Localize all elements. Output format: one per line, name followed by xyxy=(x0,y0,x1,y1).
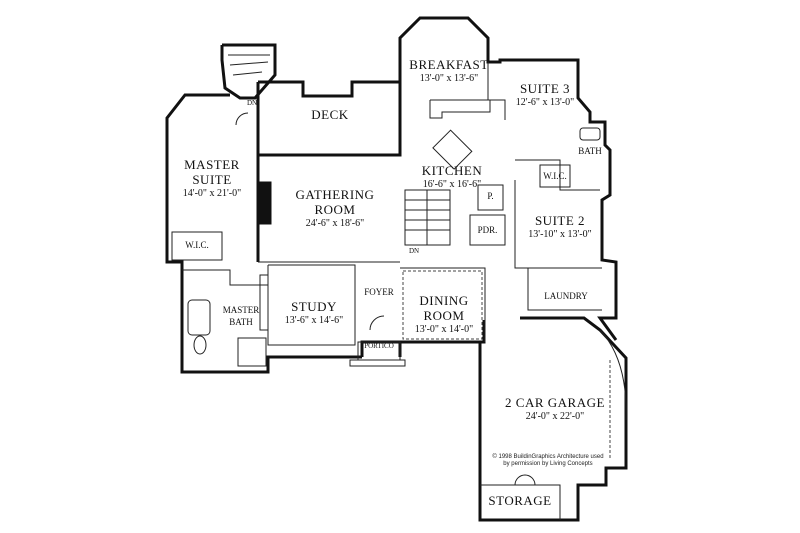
pdr-walls xyxy=(469,214,506,246)
copyright-line-1: © 1998 BuildinGraphics Architecture used xyxy=(492,454,604,460)
suite3-name: SUITE 3 xyxy=(519,81,571,96)
exterior-walls xyxy=(165,16,628,522)
suite2-name: SUITE 2 xyxy=(534,213,586,228)
portico-label: PORTICO xyxy=(364,342,394,350)
tub-upper xyxy=(579,127,601,141)
bath-label: BATH xyxy=(578,146,602,156)
master-suite-dims: 14'-0" x 21'-0" xyxy=(182,188,242,199)
copyright-line-2: by permission by Living Concepts xyxy=(503,460,593,467)
dining-ceiling-line xyxy=(402,270,483,340)
laundry-label: LAUNDRY xyxy=(544,291,588,301)
gathering-name-2: ROOM xyxy=(314,202,356,217)
bath-walls xyxy=(515,159,600,191)
garage-bay xyxy=(599,329,627,421)
deck-outline xyxy=(256,80,402,157)
kitchen-name: KITCHEN xyxy=(421,163,483,178)
upper-wic-walls xyxy=(539,164,571,188)
breakfast-dims: 13'-0" x 13'-6" xyxy=(419,73,479,84)
master-suite-label: MASTER SUITE 14'-0" x 21'-0" xyxy=(168,158,256,199)
master-suite-name-1: MASTER xyxy=(184,157,240,172)
breakfast-name: BREAKFAST xyxy=(409,57,489,72)
master-bath-name-2: BATH xyxy=(229,317,253,327)
door-swing xyxy=(235,112,249,126)
kitchen-label: KITCHEN 16'-6" x 16'-6" xyxy=(402,164,502,190)
master-wic-walls xyxy=(171,231,223,261)
master-bath-label: MASTER BATH xyxy=(212,306,270,327)
shower xyxy=(237,337,267,367)
study-name: STUDY xyxy=(291,299,337,314)
master-suite-walls xyxy=(165,93,362,374)
kitchen-dims: 16'-6" x 16'-6" xyxy=(422,179,482,190)
master-wic-label: W.I.C. xyxy=(185,240,209,250)
portico-steps xyxy=(349,359,406,367)
copyright-note: © 1998 BuildinGraphics Architecture used… xyxy=(488,454,608,468)
suite3-dims: 12'-6" x 13'-0" xyxy=(515,97,575,108)
study-dims: 13'-6" x 14'-6" xyxy=(284,315,344,326)
fireplace xyxy=(256,181,272,225)
kitchen-island xyxy=(432,129,473,170)
pantry-walls xyxy=(477,184,504,211)
pdr-label: PDR. xyxy=(477,225,498,235)
upper-stair-outline xyxy=(220,43,277,100)
dining-name-2: ROOM xyxy=(423,308,465,323)
garage-label: 2 CAR GARAGE 24'-0" x 22'-0" xyxy=(500,396,610,422)
suite3-inner-wall xyxy=(487,62,506,120)
deck-name: DECK xyxy=(311,107,349,122)
suite2-walls xyxy=(514,180,602,269)
gathering-name-1: GATHERING xyxy=(295,187,375,202)
master-bath-wall xyxy=(182,269,268,286)
deck-label: DECK xyxy=(300,108,360,121)
master-suite-name-2: SUITE xyxy=(192,172,232,187)
toilet xyxy=(193,335,207,355)
front-door-swing xyxy=(369,315,385,331)
suite3-label: SUITE 3 12'-6" x 13'-0" xyxy=(500,82,590,108)
study-label: STUDY 13'-6" x 14'-6" xyxy=(272,300,356,326)
dining-name-1: DINING xyxy=(419,293,469,308)
laundry-walls xyxy=(527,268,602,311)
storage-name: STORAGE xyxy=(488,493,552,508)
vanity xyxy=(259,274,269,331)
breakfast-bay xyxy=(398,16,618,341)
storage-door xyxy=(514,474,536,486)
gathering-dims: 24'-6" x 18'-6" xyxy=(305,218,365,229)
master-bath-name-1: MASTER xyxy=(222,305,260,315)
garage-name: 2 CAR GARAGE xyxy=(505,395,605,410)
dining-frame xyxy=(400,267,486,342)
storage-partition xyxy=(480,484,561,520)
kitchen-counter xyxy=(429,99,491,119)
breakfast-label: BREAKFAST 13'-0" x 13'-6" xyxy=(404,58,494,84)
garage-dims: 24'-0" x 22'-0" xyxy=(525,411,585,422)
foyer-label: FOYER xyxy=(364,287,394,297)
storage-label: STORAGE xyxy=(484,494,556,507)
upper-stair-dn: DN xyxy=(246,99,258,107)
kitchen-stair-dn: DN xyxy=(408,247,420,255)
dining-label: DINING ROOM 13'-0" x 14'-0" xyxy=(404,294,484,335)
gathering-label: GATHERING ROOM 24'-6" x 18'-6" xyxy=(280,188,390,229)
bathtub xyxy=(187,299,211,336)
pantry-label: P. xyxy=(487,191,494,201)
suite2-dims: 13'-10" x 13'-0" xyxy=(528,229,592,240)
dining-dims: 13'-0" x 14'-0" xyxy=(414,324,474,335)
suite2-label: SUITE 2 13'-10" x 13'-0" xyxy=(518,214,602,240)
upper-wic-label: W.I.C. xyxy=(543,171,567,181)
